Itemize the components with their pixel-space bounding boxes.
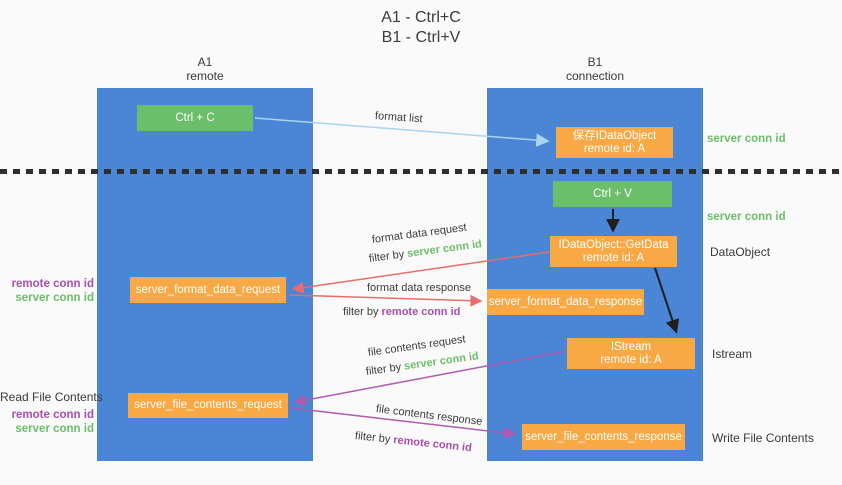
node-idataobject-getdata-line2: remote id: A [582,251,645,264]
diagram-title: A1 - Ctrl+C B1 - Ctrl+V [0,8,842,48]
label-filter-by-remote-conn-id-1: filter by remote conn id [343,306,460,318]
side-label-write-file-contents: Write File Contents [712,431,814,445]
node-istream-line1: IStream [610,340,652,353]
label-filter-by-text: filter by [368,248,408,265]
node-ctrl-v-label: Ctrl + V [593,187,632,200]
label-filter-by-text: filter by [365,360,405,378]
node-server-format-data-request: server_format_data_request [130,277,286,303]
side-label-server-conn-id-top: server conn id [707,133,786,145]
node-server-file-contents-response: server_file_contents_response [522,424,685,450]
node-server-format-data-response-label: server_format_data_response [488,295,643,308]
label-format-data-response: format data response [367,282,471,294]
node-save-idataobject-line1: 保存IDataObject [572,129,657,142]
lifeline-a1-header: A1 remote [97,55,313,83]
label-filter-by-text: filter by [343,306,382,318]
node-ctrl-c-label: Ctrl + C [175,111,215,124]
node-idataobject-getdata-line1: IDataObject::GetData [558,238,669,251]
label-remote-conn-id-text: remote conn id [381,306,461,318]
lifeline-b1-role: connection [565,69,625,83]
node-istream: IStream remote id: A [567,338,695,369]
node-server-file-contents-request: server_file_contents_request [128,393,288,418]
side-label-server-conn-id-left-top: server conn id [15,292,94,304]
side-label-remote-conn-id-top: remote conn id [11,278,94,290]
node-save-idataobject: 保存IDataObject remote id: A [556,127,673,158]
side-label-server-conn-id-left-bottom: server conn id [15,423,94,435]
side-label-dataobject: DataObject [710,245,771,259]
label-filter-by-remote-conn-id-2: filter by remote conn id [354,430,472,454]
lifeline-a1-role: remote [186,69,224,83]
label-server-conn-id-text: server conn id [406,238,483,260]
side-label-server-conn-id-mid: server conn id [707,211,786,223]
node-server-format-data-response: server_format_data_response [487,289,644,315]
phase-separator-dotted-line [0,169,842,174]
lifeline-b1-header: B1 connection [487,55,703,83]
lifeline-b1-name: B1 [587,55,603,69]
format-data-response-arrow [288,294,483,307]
node-server-file-contents-response-label: server_file_contents_response [525,430,682,443]
side-label-istream: Istream [712,347,753,361]
node-ctrl-v: Ctrl + V [553,181,672,207]
node-ctrl-c: Ctrl + C [137,105,253,131]
label-format-list: format list [374,110,423,126]
side-label-remote-conn-id-bottom: remote conn id [11,409,94,421]
label-filter-by-text: filter by [354,430,394,446]
label-remote-conn-id-text: remote conn id [392,434,473,455]
node-idataobject-getdata: IDataObject::GetData remote id: A [550,236,677,267]
node-server-file-contents-request-label: server_file_contents_request [134,399,282,411]
title-line-2: B1 - Ctrl+V [381,29,461,46]
title-line-1: A1 - Ctrl+C [381,9,461,26]
lifeline-a1-name: A1 [197,55,213,69]
label-file-contents-response: file contents response [375,403,483,428]
side-label-read-file-contents: Read File Contents [0,390,103,404]
node-server-format-data-request-label: server_format_data_request [135,283,281,296]
label-server-conn-id-text: server conn id [403,350,480,373]
node-istream-line2: remote id: A [600,353,662,366]
node-save-idataobject-line2: remote id: A [583,142,646,155]
